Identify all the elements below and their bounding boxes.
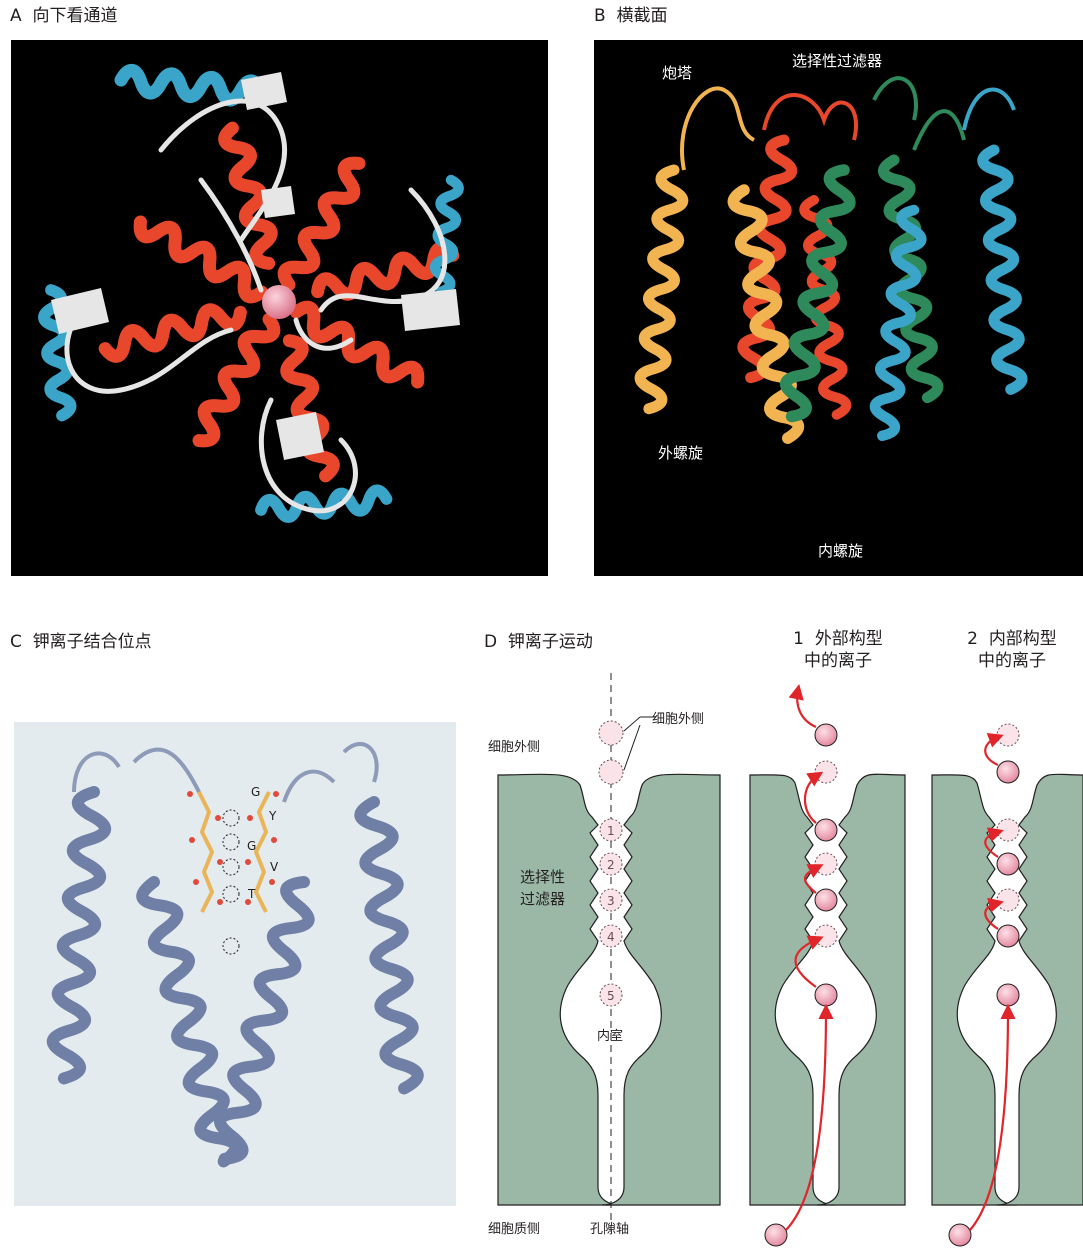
site-number-3: 3 — [607, 894, 615, 908]
label-extracellular: 细胞外侧 — [488, 740, 540, 755]
white-loops — [67, 101, 445, 511]
panel-b-label: B 横截面 — [594, 6, 667, 26]
label-outer-helix: 外螺旋 — [658, 444, 703, 462]
panel-a-image — [11, 40, 548, 576]
label-selectivity-filter: 选择性过滤器 — [792, 52, 882, 70]
channel-top-view — [11, 40, 548, 576]
residue-g1: G — [251, 785, 260, 799]
label-inner-chamber: 内室 — [597, 1028, 623, 1044]
panel-a-label: A 向下看通道 — [10, 6, 117, 26]
residue-g2: G — [247, 839, 256, 853]
binding-site-view: G Y G V T — [14, 722, 456, 1206]
label-extracellular-pointer: 细胞外侧 — [652, 712, 704, 727]
blue-subunit — [871, 90, 1023, 438]
label-pore-axis: 孔隙轴 — [590, 1222, 629, 1237]
vacant-sites-1 — [815, 761, 837, 947]
residue-t: T — [247, 887, 256, 901]
channel-schematic: 1 2 3 4 5 细胞外侧 细胞外侧 选择性 过滤器 内室 细胞质侧 孔隙轴 — [488, 673, 720, 1237]
panel-d-label: D 钾离子运动 — [484, 632, 593, 652]
site-number-2: 2 — [607, 858, 615, 872]
right-helices — [210, 744, 419, 1163]
label-turret: 炮塔 — [662, 64, 692, 82]
panel-b-image: 炮塔 选择性过滤器 外螺旋 内螺旋 — [594, 40, 1083, 576]
panel-c-image: G Y G V T — [14, 722, 456, 1206]
extracellular-pointer — [624, 717, 655, 770]
channel-state-2 — [932, 724, 1083, 1246]
filter-residues — [199, 792, 269, 912]
residue-v: V — [270, 860, 279, 874]
central-ion — [262, 285, 296, 319]
label-inner-helix: 内螺旋 — [818, 542, 863, 560]
channel-state-1 — [750, 690, 905, 1246]
oxygen-atoms — [187, 791, 279, 905]
site-number-5: 5 — [607, 989, 615, 1003]
label-filter-1: 选择性 — [520, 868, 565, 886]
panel-d-diagram: 1 2 3 4 5 细胞外侧 细胞外侧 选择性 过滤器 内室 细胞质侧 孔隙轴 — [480, 665, 1083, 1255]
site-number-1: 1 — [607, 824, 615, 838]
channel-side-view: 炮塔 选择性过滤器 外螺旋 内螺旋 — [594, 40, 1083, 576]
panel-c-label: C 钾离子结合位点 — [10, 632, 152, 652]
vacant-sites-2 — [997, 724, 1019, 911]
label-cytoplasmic: 细胞质侧 — [488, 1222, 540, 1237]
site-number-4: 4 — [607, 930, 615, 944]
residue-y: Y — [268, 809, 277, 823]
label-filter-2: 过滤器 — [520, 890, 565, 908]
binding-site-circles — [223, 810, 239, 954]
